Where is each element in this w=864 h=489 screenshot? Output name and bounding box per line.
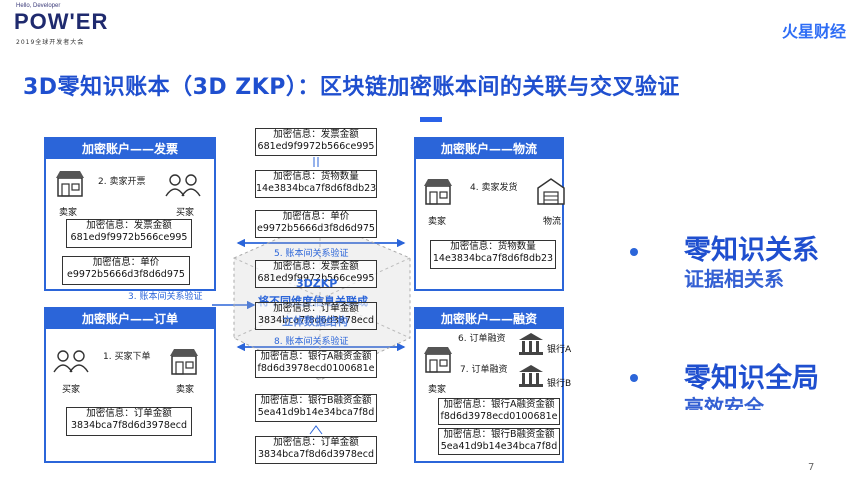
field-label: 加密信息：银行B融资金额	[443, 429, 555, 440]
panel-finance-title: 加密账户——融资	[416, 309, 562, 329]
logo-subtitle: 2019全球开发者大会	[16, 39, 85, 46]
field-value: 3834bca7f8d6d3978ecd	[257, 315, 375, 326]
verify-step-8: 8. 账本间关系验证	[274, 337, 349, 347]
field-label: 加密信息：货物数量	[273, 171, 359, 182]
shop-icon	[424, 179, 452, 205]
field-value: 14e3834bca7f8d6f8db23	[256, 183, 377, 194]
bullet-2-text: 零知识全局	[684, 363, 819, 394]
invoice-seller-label: 卖家	[59, 208, 78, 218]
bank-b-label: 银行B	[547, 379, 572, 389]
bullet-2-subtext: 高效安全	[684, 395, 764, 410]
mid-card-order-amount-2: 加密信息：订单金额 3834bca7f8d6d3978ecd	[255, 436, 377, 464]
field-label: 加密信息：订单金额	[86, 408, 172, 419]
brand-logo: 火星财经	[781, 22, 846, 41]
field-value: 3834bca7f8d6d3978ecd	[257, 449, 375, 460]
field-label: 加密信息：货物数量	[450, 241, 536, 252]
bullet-1-text: 零知识关系	[684, 235, 819, 266]
bullet-2: 零知识全局 高效安全	[684, 356, 864, 410]
mid-card-quantity: 加密信息：货物数量 14e3834bca7f8d6f8db23	[255, 170, 377, 198]
accent-bar	[420, 117, 442, 122]
verify-step-3: 3. 账本间关系验证	[128, 292, 203, 302]
bullet-1: 零知识关系 证据相关系	[684, 228, 864, 288]
panel-logistics-title: 加密账户——物流	[416, 139, 562, 159]
page-title: 3D零知识账本（3D ZKP）：区块链加密账本间的关联与交叉验证	[23, 75, 680, 100]
field-value: e9972b5666d3f8d6d975	[67, 269, 185, 280]
page-number: 7	[808, 462, 815, 473]
field-label: 加密信息：银行B融资金额	[260, 395, 372, 406]
bullet-1-subtext: 证据相关系	[684, 267, 784, 288]
field-value: f8d6d3978ecd0100681e	[257, 363, 375, 374]
field-label: 加密信息：发票金额	[273, 129, 359, 140]
field-label: 加密信息：银行A融资金额	[260, 351, 372, 362]
invoice-step-label: 2. 卖家开票	[98, 177, 146, 187]
field-label: 加密信息：发票金额	[86, 220, 172, 231]
bank-icon	[519, 365, 543, 387]
invoice-buyer-label: 买家	[176, 208, 195, 218]
logistics-field-quantity: 加密信息：货物数量 14e3834bca7f8d6f8db23	[430, 240, 556, 269]
shop-icon	[170, 349, 198, 375]
bullet-dot	[630, 374, 638, 382]
finance-step1-label: 6. 订单融资	[458, 334, 506, 344]
field-label: 加密信息：单价	[282, 211, 350, 222]
field-value: 5ea41d9b14e34bca7f8d	[440, 441, 558, 452]
field-label: 加密信息：银行A融资金额	[443, 399, 555, 410]
field-value: 14e3834bca7f8d6f8db23	[432, 253, 554, 264]
overlay-desc-2: 立体数据结构	[282, 315, 348, 328]
order-buyer-label: 买家	[62, 385, 81, 395]
people-icon	[165, 174, 201, 197]
mid-card-order-amount: 加密信息：订单金额 3834bca7f8d6d3978ecd	[255, 302, 377, 330]
field-value: 681ed9f9972b566ce995	[257, 273, 375, 284]
overlay-3dzkp: 3DZKP	[296, 277, 338, 290]
warehouse-icon	[537, 178, 565, 205]
mid-card-invoice-amount: 加密信息：发票金额 681ed9f9972b566ce995	[255, 128, 377, 156]
logistics-seller-label: 卖家	[428, 217, 447, 227]
finance-step2-label: 7. 订单融资	[460, 365, 508, 375]
logistics-label: 物流	[543, 217, 562, 227]
order-field-amount: 加密信息：订单金额 3834bca7f8d6d3978ecd	[66, 407, 192, 436]
panel-order-title: 加密账户——订单	[46, 309, 214, 329]
field-label: 加密信息：单价	[92, 257, 160, 268]
field-value: 5ea41d9b14e34bca7f8d	[257, 407, 375, 418]
invoice-field-amount: 加密信息：发票金额 681ed9f9972b566ce995	[66, 219, 192, 248]
field-value: 681ed9f9972b566ce995	[257, 141, 375, 152]
logo: POW'ER	[14, 9, 109, 34]
field-label: 加密信息：订单金额	[273, 303, 359, 314]
finance-seller-label: 卖家	[428, 385, 447, 395]
mid-card-bank-b: 加密信息：银行B融资金额 5ea41d9b14e34bca7f8d	[255, 394, 377, 422]
shop-icon	[56, 171, 84, 197]
field-value: 681ed9f9972b566ce995	[70, 232, 188, 243]
mid-card-invoice-amount-2: 加密信息：发票金额 681ed9f9972b566ce995	[255, 260, 377, 288]
shop-icon	[424, 347, 452, 373]
panel-invoice-title: 加密账户——发票	[46, 139, 214, 159]
field-value: 3834bca7f8d6d3978ecd	[70, 420, 188, 431]
bank-a-label: 银行A	[547, 345, 572, 355]
invoice-field-price: 加密信息：单价 e9972b5666d3f8d6d975	[62, 256, 190, 285]
field-label: 加密信息：订单金额	[273, 437, 359, 448]
panel-order: 加密账户——订单	[44, 307, 216, 463]
logistics-step-label: 4. 卖家发货	[470, 183, 518, 193]
order-step-label: 1. 买家下单	[103, 352, 151, 362]
logo-tagline: Hello, Developer	[16, 3, 61, 9]
mid-card-price: 加密信息：单价 e9972b5666d3f8d6d975	[255, 210, 377, 238]
finance-field-bank-a: 加密信息：银行A融资金额 f8d6d3978ecd0100681e	[438, 398, 560, 425]
bank-icon	[519, 333, 543, 355]
field-value: f8d6d3978ecd0100681e	[440, 411, 558, 422]
verify-step-5: 5. 账本间关系验证	[274, 249, 349, 259]
field-value: e9972b5666d3f8d6d975	[257, 223, 375, 234]
order-seller-label: 卖家	[176, 385, 195, 395]
people-icon	[53, 350, 89, 373]
mid-card-bank-a: 加密信息：银行A融资金额 f8d6d3978ecd0100681e	[255, 350, 377, 378]
finance-field-bank-b: 加密信息：银行B融资金额 5ea41d9b14e34bca7f8d	[438, 428, 560, 455]
bullet-dot	[630, 248, 638, 256]
field-label: 加密信息：发票金额	[273, 261, 359, 272]
